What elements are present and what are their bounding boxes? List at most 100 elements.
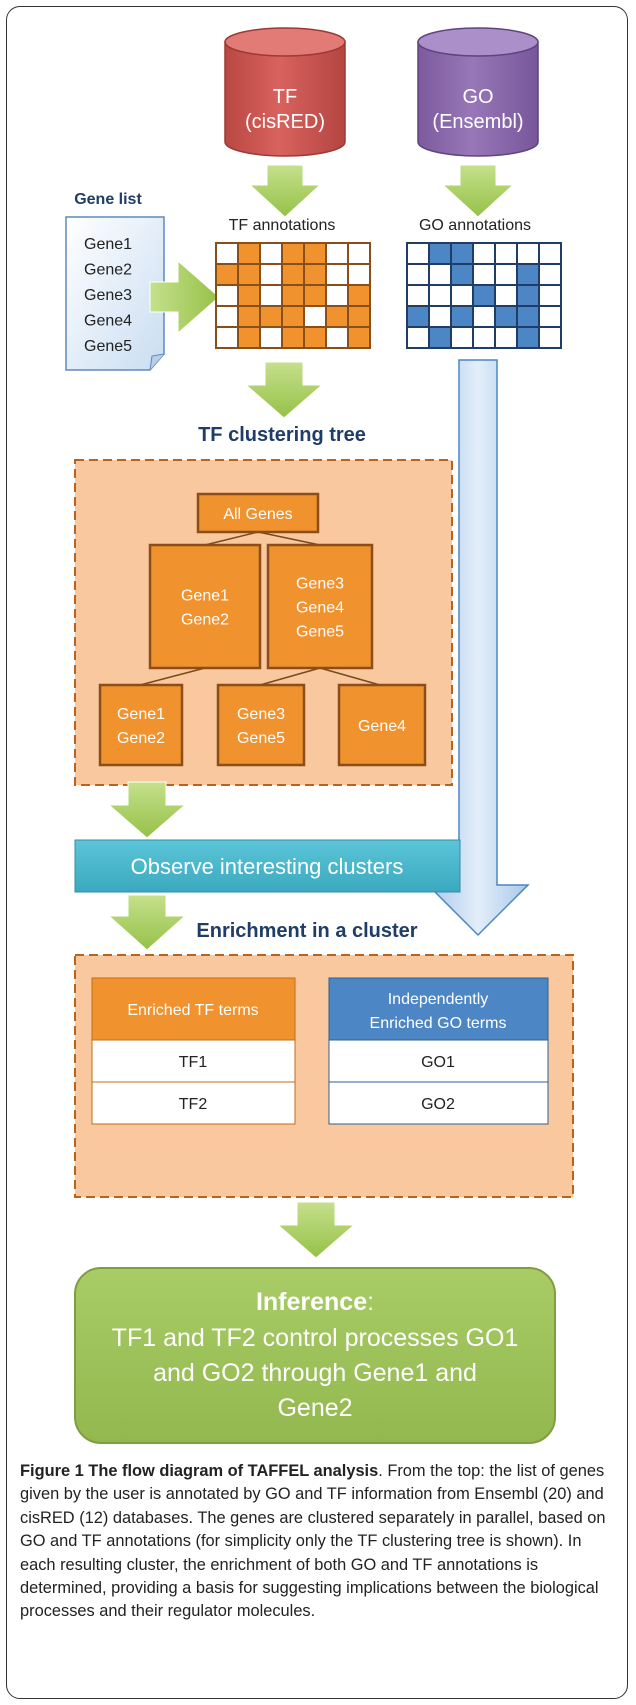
tf-enrichment-item-2: TF2 xyxy=(179,1096,208,1113)
matrix-cell xyxy=(215,305,239,328)
go-enrichment-header-line1: Independently xyxy=(388,991,489,1008)
matrix-cell xyxy=(406,326,430,349)
matrix-cell xyxy=(259,305,283,328)
matrix-cell xyxy=(494,242,518,265)
matrix-cell xyxy=(494,284,518,307)
clustering-tree-title: TF clustering tree xyxy=(198,424,366,446)
matrix-cell xyxy=(516,305,540,328)
matrix-cell xyxy=(303,242,327,265)
caption-text: . From the top: the list of genes given … xyxy=(20,1462,606,1621)
matrix-cell xyxy=(237,242,261,265)
enrichment-title: Enrichment in a cluster xyxy=(196,920,417,942)
tree-node-label: Gene4 xyxy=(296,600,344,617)
tree-node-label: Gene2 xyxy=(181,612,229,629)
tf-annotation-matrix xyxy=(215,242,371,349)
tree-connectors xyxy=(139,531,381,686)
arrow-to-enrichment xyxy=(107,894,187,951)
matrix-cell xyxy=(347,305,371,328)
caption-title: Figure 1 The flow diagram of TAFFEL anal… xyxy=(20,1462,379,1480)
tree-node-label: Gene1 xyxy=(181,588,229,605)
go-database-label-line2: (Ensembl) xyxy=(432,111,523,133)
matrix-cell xyxy=(303,263,327,286)
tree-node-label: Gene2 xyxy=(117,730,165,747)
matrix-cell xyxy=(406,242,430,265)
arrow-to-observe xyxy=(107,781,187,839)
matrix-cell xyxy=(450,263,474,286)
matrix-cell xyxy=(259,242,283,265)
matrix-cell xyxy=(472,284,496,307)
matrix-cell xyxy=(538,326,562,349)
matrix-cell xyxy=(281,326,305,349)
tree-node-label: Gene3 xyxy=(296,576,344,593)
inference-colon: : xyxy=(367,1288,374,1316)
gene-list-item: Gene3 xyxy=(84,287,132,304)
go-enrichment-header-line2: Enriched GO terms xyxy=(370,1015,507,1032)
matrix-cell xyxy=(347,326,371,349)
matrix-cell xyxy=(450,305,474,328)
observe-clusters-label: Observe interesting clusters xyxy=(131,854,404,879)
matrix-cell xyxy=(237,326,261,349)
tf-annotations-label: TF annotations xyxy=(229,217,336,234)
matrix-cell xyxy=(516,263,540,286)
tree-node-label: Gene5 xyxy=(237,730,285,747)
gene-list-item: Gene5 xyxy=(84,338,132,355)
matrix-cell xyxy=(494,326,518,349)
matrix-cell xyxy=(259,284,283,307)
tree-node-level2-c: Gene4 xyxy=(337,683,427,767)
tf-enrichment-item-1: TF1 xyxy=(179,1054,208,1071)
matrix-cell xyxy=(494,263,518,286)
matrix-cell xyxy=(325,326,349,349)
observe-clusters-box xyxy=(74,839,461,893)
matrix-cell xyxy=(259,263,283,286)
go-enrichment-table: Independently Enriched GO terms GO1 GO2 xyxy=(328,977,549,1125)
matrix-cell xyxy=(303,284,327,307)
matrix-cell xyxy=(281,242,305,265)
go-enrichment-item-1: GO1 xyxy=(421,1054,455,1071)
matrix-cell xyxy=(516,326,540,349)
go-annotations-label: GO annotations xyxy=(419,217,531,234)
tree-node-root: All Genes xyxy=(196,492,320,534)
tf-enrichment-table: Enriched TF terms TF1 TF2 xyxy=(91,977,296,1125)
matrix-cell xyxy=(215,242,239,265)
matrix-cell xyxy=(450,242,474,265)
matrix-cell xyxy=(325,242,349,265)
inference-line-2: and GO2 through Gene1 and xyxy=(153,1359,477,1387)
tree-node-label: Gene1 xyxy=(117,706,165,723)
matrix-cell xyxy=(516,242,540,265)
matrix-cell xyxy=(472,305,496,328)
inference-box xyxy=(74,1267,556,1444)
matrix-cell xyxy=(406,263,430,286)
matrix-cell xyxy=(237,263,261,286)
inference-heading: Inference xyxy=(256,1288,367,1316)
matrix-cell xyxy=(303,326,327,349)
matrix-cell xyxy=(472,263,496,286)
go-database-label-line1: GO xyxy=(462,86,493,108)
go-database-cylinder: GO (Ensembl) xyxy=(417,27,539,157)
gene-list-item: Gene1 xyxy=(84,236,132,253)
matrix-cell xyxy=(472,326,496,349)
matrix-cell xyxy=(347,263,371,286)
matrix-cell xyxy=(450,284,474,307)
matrix-cell xyxy=(428,326,452,349)
gene-list-title: Gene list xyxy=(74,191,142,208)
go-enrichment-item-2: GO2 xyxy=(421,1096,455,1113)
matrix-cell xyxy=(494,305,518,328)
go-annotation-matrix xyxy=(406,242,562,349)
matrix-cell xyxy=(303,305,327,328)
matrix-cell xyxy=(406,284,430,307)
matrix-cell xyxy=(347,284,371,307)
matrix-cell xyxy=(516,284,540,307)
matrix-cell xyxy=(215,326,239,349)
inference-heading-line: Inference: xyxy=(256,1288,374,1316)
arrow-to-clustering-tree xyxy=(244,361,324,419)
tf-database-label-line1: TF xyxy=(273,86,297,108)
matrix-cell xyxy=(325,305,349,328)
matrix-cell xyxy=(237,284,261,307)
arrow-gene-list-to-tf xyxy=(149,259,220,335)
figure-caption: Figure 1 The flow diagram of TAFFEL anal… xyxy=(20,1460,620,1624)
matrix-cell xyxy=(428,305,452,328)
